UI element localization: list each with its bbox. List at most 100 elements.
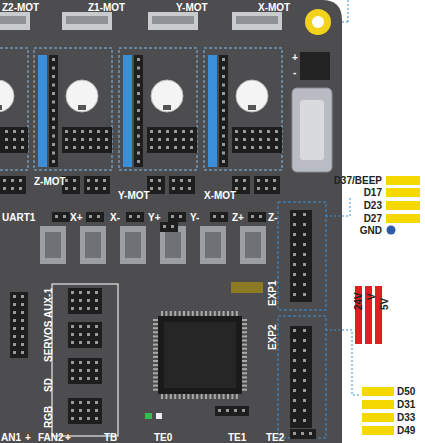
pin bbox=[293, 293, 296, 296]
pin bbox=[226, 409, 229, 412]
pin bbox=[103, 179, 106, 182]
pin bbox=[303, 389, 306, 392]
pin bbox=[180, 179, 183, 182]
motor-connector-slot bbox=[152, 16, 194, 24]
pin bbox=[275, 146, 278, 149]
pin bbox=[52, 143, 55, 146]
driver-strip bbox=[38, 55, 47, 167]
chip-pin bbox=[242, 335, 247, 337]
pin bbox=[174, 146, 177, 149]
chip-pin bbox=[242, 319, 247, 321]
chip-pin bbox=[153, 344, 158, 346]
pin-header bbox=[68, 398, 102, 424]
chip-pin bbox=[153, 389, 158, 391]
pin bbox=[79, 409, 82, 412]
pin bbox=[71, 409, 74, 412]
pin bbox=[52, 109, 55, 112]
heater-label: TE1 bbox=[228, 432, 246, 443]
pin bbox=[137, 215, 140, 218]
pin bbox=[251, 146, 254, 149]
pin-header bbox=[254, 176, 280, 194]
pin-header bbox=[68, 288, 102, 314]
pin bbox=[71, 377, 74, 380]
pin bbox=[171, 225, 174, 228]
capacitor-mark bbox=[248, 105, 256, 110]
voltage-label: 5V bbox=[379, 298, 390, 310]
pin-label: D33 bbox=[397, 412, 415, 423]
repeated-parts bbox=[0, 12, 420, 439]
pin bbox=[71, 333, 74, 336]
pin bbox=[87, 401, 90, 404]
pin-color-bar bbox=[362, 413, 394, 422]
endstop-slot bbox=[245, 232, 261, 258]
heater-label: TB bbox=[104, 432, 117, 443]
pin bbox=[105, 138, 108, 141]
pin bbox=[301, 432, 304, 435]
pin bbox=[21, 351, 24, 354]
pin bbox=[95, 299, 98, 302]
chip-pin bbox=[242, 344, 247, 346]
jumper bbox=[231, 282, 263, 293]
chip-pin bbox=[153, 381, 158, 383]
pin bbox=[95, 341, 98, 344]
pin bbox=[275, 130, 278, 133]
endstop-label: Z- bbox=[268, 212, 277, 223]
driver-outline bbox=[119, 48, 197, 170]
pin bbox=[293, 432, 296, 435]
pin bbox=[79, 369, 82, 372]
chip-pin bbox=[242, 364, 247, 366]
pin-header bbox=[62, 127, 112, 153]
pin bbox=[190, 130, 193, 133]
pin bbox=[19, 179, 22, 182]
pin-header bbox=[126, 212, 144, 222]
pin bbox=[95, 369, 98, 372]
pin bbox=[166, 146, 169, 149]
pin bbox=[79, 341, 82, 344]
leader-line bbox=[348, 0, 349, 22]
connector-label: EXP2 bbox=[267, 324, 278, 350]
pin-label: D49 bbox=[397, 425, 415, 436]
pin bbox=[293, 243, 296, 246]
pin bbox=[129, 215, 132, 218]
fan-label: AN1 bbox=[1, 432, 21, 443]
pin bbox=[87, 307, 90, 310]
capacitor-mark bbox=[163, 105, 171, 110]
pin bbox=[182, 138, 185, 141]
pin bbox=[13, 335, 16, 338]
driver-pins bbox=[219, 55, 228, 167]
pin-header bbox=[10, 292, 28, 358]
mcu-chip-top bbox=[164, 322, 236, 388]
pin bbox=[137, 67, 140, 70]
pin-header bbox=[168, 212, 186, 222]
pin-color-bar bbox=[362, 426, 394, 435]
pin bbox=[95, 187, 98, 190]
pin bbox=[95, 307, 98, 310]
pin bbox=[21, 343, 24, 346]
pin bbox=[73, 138, 76, 141]
pin bbox=[137, 152, 140, 155]
pin bbox=[303, 379, 306, 382]
pin bbox=[79, 361, 82, 364]
pin-header bbox=[147, 127, 197, 153]
pin-header bbox=[232, 127, 282, 153]
pin bbox=[137, 101, 140, 104]
chip-pin bbox=[218, 394, 220, 399]
pin bbox=[87, 417, 90, 420]
pin bbox=[137, 84, 140, 87]
chip-pin bbox=[153, 323, 158, 325]
chip-pin bbox=[174, 394, 176, 399]
pin bbox=[79, 299, 82, 302]
pin bbox=[222, 126, 225, 129]
chip-pin bbox=[242, 331, 247, 333]
pin bbox=[52, 152, 55, 155]
chip-pin bbox=[153, 340, 158, 342]
pin bbox=[79, 377, 82, 380]
chip-pin bbox=[170, 311, 172, 316]
chip-pin bbox=[183, 311, 185, 316]
pin bbox=[188, 187, 191, 190]
chip-pin bbox=[153, 319, 158, 321]
endstop-slot bbox=[165, 232, 181, 258]
pin bbox=[150, 187, 153, 190]
pin bbox=[21, 319, 24, 322]
